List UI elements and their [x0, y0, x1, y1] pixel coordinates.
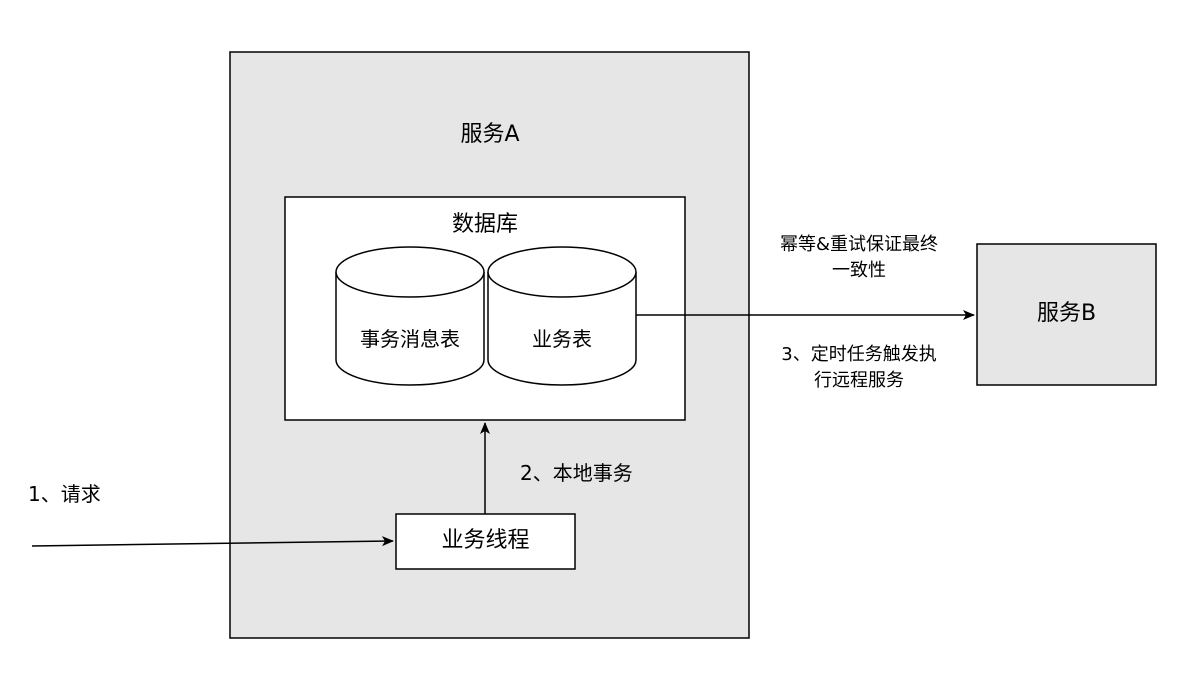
- worker-thread-box: [395, 513, 576, 570]
- local-transaction-edge-label: 2、本地事务: [520, 461, 633, 485]
- request-edge-label: 1、请求: [28, 482, 101, 506]
- request-arrow: [31, 536, 394, 547]
- transaction-message-table-label: 事务消息表: [360, 327, 460, 351]
- service-b-box: [976, 243, 1157, 386]
- worker-thread-label: 业务线程: [441, 528, 530, 553]
- business-table-cylinder: [487, 246, 637, 386]
- service-a-label: 服务A: [460, 122, 520, 147]
- service-b-label: 服务B: [1036, 301, 1097, 326]
- business-table-label: 业务表: [532, 327, 592, 351]
- guarantee-edge-label: 幂等&重试保证最终一致性: [779, 234, 939, 282]
- database-label: 数据库: [451, 212, 518, 237]
- remote-call-edge-label: 3、定时任务触发执行远程服务: [781, 344, 937, 392]
- transaction-message-table-cylinder: [335, 246, 485, 386]
